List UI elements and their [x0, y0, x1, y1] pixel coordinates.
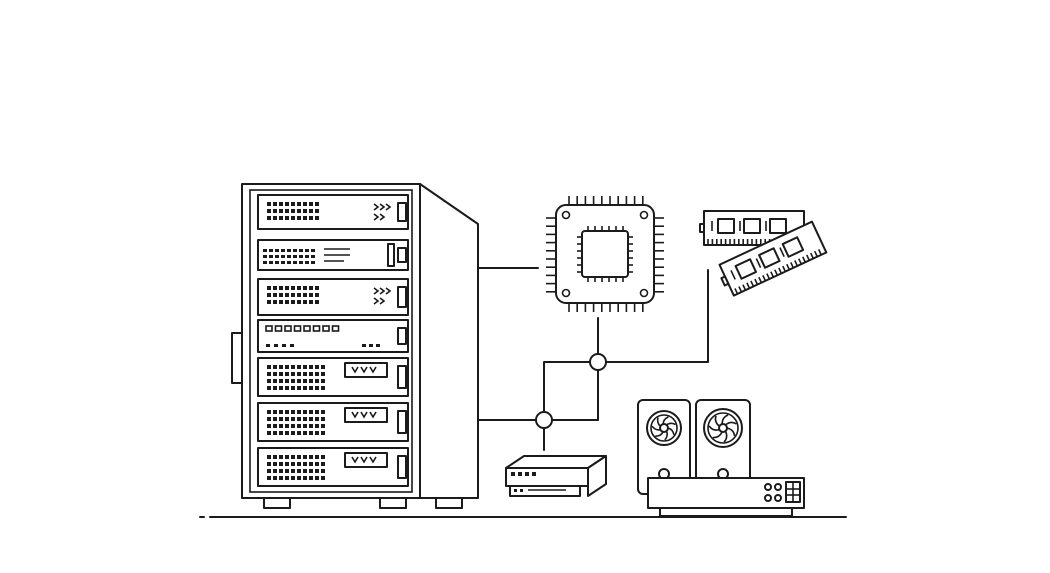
rack-unit: [257, 402, 409, 442]
rack-units: [257, 194, 409, 487]
rack-unit: [257, 194, 409, 230]
rack-unit: [257, 278, 409, 316]
rack-unit: [257, 319, 409, 353]
junction-node: [589, 353, 607, 371]
ram-stick-icon: [699, 210, 828, 297]
rack-unit: [257, 357, 409, 397]
rack-unit: [257, 239, 409, 271]
fan-icon: [637, 399, 691, 495]
cpu-chip-icon: [546, 196, 664, 312]
graphics-fans: [637, 399, 751, 495]
ram-module-front: [718, 220, 828, 297]
junction-node: [535, 411, 553, 429]
server-rack-icon: [231, 183, 479, 509]
connection-lines: [477, 267, 709, 451]
fan-icon: [695, 399, 751, 495]
network-switch-icon: [647, 477, 805, 517]
rack-unit: [257, 447, 409, 487]
router-icon: [505, 455, 607, 497]
